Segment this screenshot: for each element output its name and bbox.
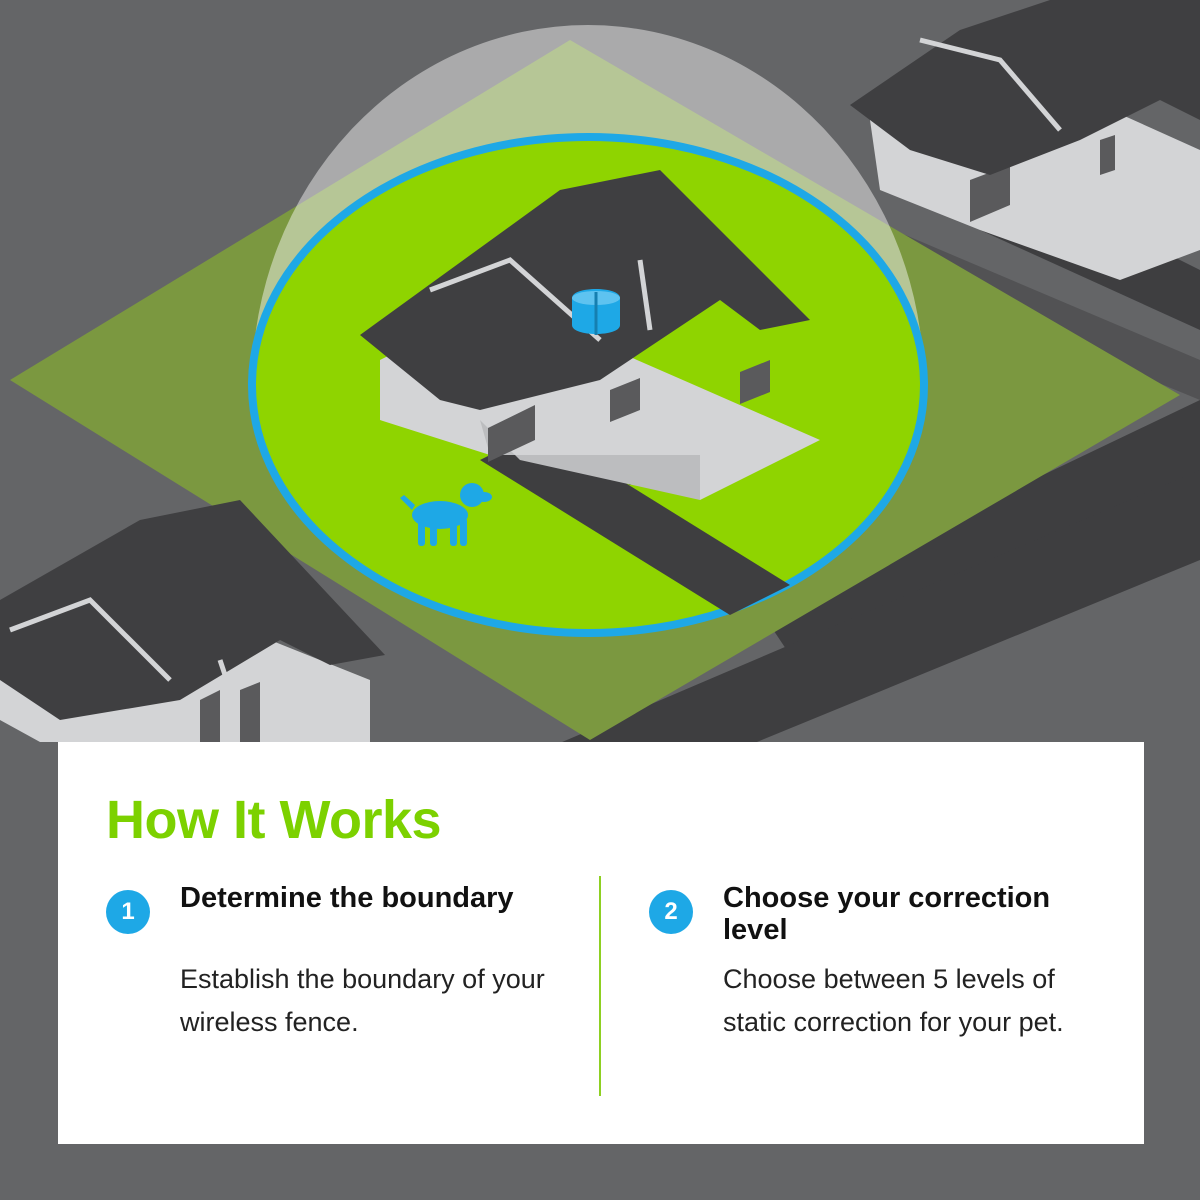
dog-icon [400, 483, 492, 546]
how-it-works-panel: How It Works 1 Determine the boundary Es… [58, 742, 1144, 1144]
main-house [360, 170, 820, 500]
coverage-dome [252, 25, 924, 385]
step-description: Choose between 5 levels of static correc… [723, 964, 1064, 1037]
step-number-badge: 1 [106, 890, 150, 934]
step-title: Choose your correction level [723, 882, 1051, 946]
step-title: Determine the boundary [180, 882, 514, 914]
driveway [480, 430, 790, 615]
step-description: Establish the boundary of your wireless … [180, 964, 545, 1037]
neighbor-house-bottom-left [0, 500, 385, 742]
boundary-ring [248, 133, 928, 637]
step-number-badge: 2 [649, 890, 693, 934]
panel-title: How It Works [106, 790, 442, 850]
wireless-transmitter-icon [572, 289, 620, 335]
step-divider [599, 876, 601, 1096]
neighbor-house-top-right [850, 0, 1200, 280]
